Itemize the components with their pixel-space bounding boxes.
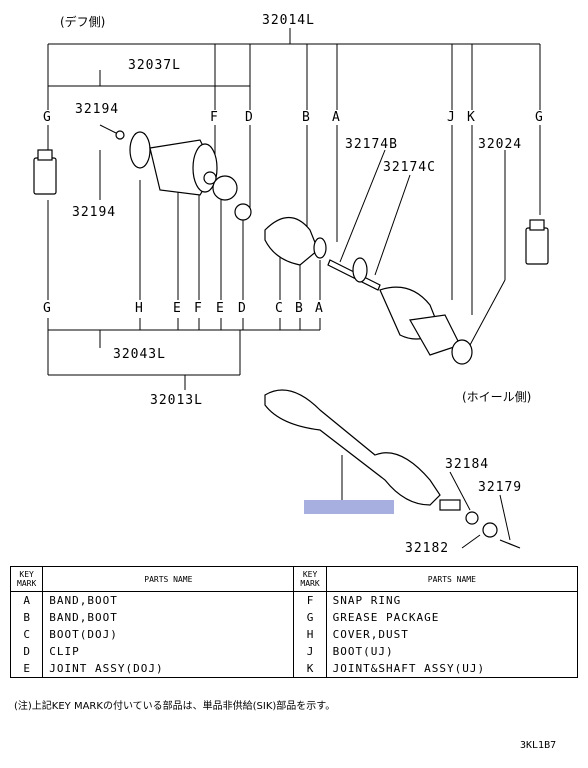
part-32184: 32184 [445,457,490,472]
part-32174B: 32174B [345,137,398,152]
top-key: A [332,110,341,125]
grease-package-right [525,227,549,265]
drive-shaft-assy [264,389,441,506]
table-header: KEY MARK PARTS NAME KEY MARK PARTS NAME [9,566,579,592]
part-32194-b: 32194 [72,205,117,220]
part-32179: 32179 [478,480,523,495]
diff-side-label: (デフ側) [60,15,106,29]
bottom-key: A [315,301,324,316]
table-row: C BOOT(DOJ) H COVER,DUST [9,626,579,643]
top-key: B [302,110,311,125]
key-mark-header: KEY MARK [9,566,44,592]
bottom-key: F [194,301,203,316]
parts-name-header: PARTS NAME [325,566,579,592]
grease-package-left [33,157,57,195]
part-32182: 32182 [405,541,450,556]
parts-table: KEY MARK PARTS NAME KEY MARK PARTS NAME … [9,566,579,678]
top-key: K [467,110,476,125]
tripod [212,175,238,201]
diagram-code: 3KL1B7 [520,740,557,751]
part-32014L: 32014L [262,13,315,28]
bottom-key: D [238,301,247,316]
table-row: E JOINT ASSY(DOJ) K JOINT&SHAFT ASSY(UJ) [9,660,579,678]
part-32174C: 32174C [383,160,436,175]
bottom-key: E [216,301,225,316]
footnote: (注)上記KEY MARKの付いている部品は、単品非供給(SIK)部品を示す。 [14,701,336,712]
part-32194-a: 32194 [75,102,120,117]
parts-name-header: PARTS NAME [42,566,295,592]
bottom-key: B [295,301,304,316]
top-key: J [447,110,456,125]
bottom-key: C [275,301,284,316]
table-row: D CLIP J BOOT(UJ) [9,643,579,660]
part-32037L: 32037L [128,58,181,73]
part-32043L: 32043L [113,347,166,362]
bottom-key: E [173,301,182,316]
table-row: B BAND,BOOT G GREASE PACKAGE [9,609,579,626]
bottom-key: G [43,301,52,316]
top-key: F [210,110,219,125]
redaction-box [304,500,394,514]
wheel-side-label: (ホイール側) [462,390,532,404]
top-key: D [245,110,254,125]
part-32024: 32024 [478,137,523,152]
bottom-key: H [135,301,144,316]
top-key: G [535,110,544,125]
part-32013L: 32013L [150,393,203,408]
table-row: A BAND,BOOT F SNAP RING [9,591,579,609]
top-key: G [43,110,52,125]
doj-boot [264,216,319,266]
key-mark-header: KEY MARK [293,566,327,592]
dust-cover [129,131,151,169]
